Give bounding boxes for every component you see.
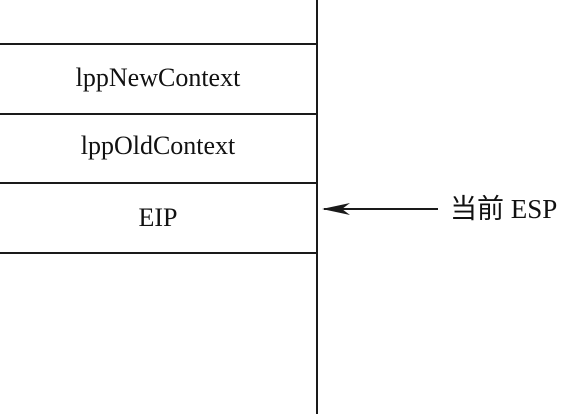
esp-pointer-arrow <box>322 203 438 215</box>
stack-cell-eip: EIP <box>138 203 178 232</box>
stack-cell-lppoldcontext: lppOldContext <box>80 131 236 160</box>
stack-divider <box>0 43 318 45</box>
current-esp-label: 当前 ESP <box>450 194 558 224</box>
stack-divider <box>0 252 318 254</box>
stack-divider <box>0 113 318 115</box>
stack-diagram: lppNewContext lppOldContext EIP <box>0 0 318 414</box>
stack-divider <box>0 182 318 184</box>
stack-cell-lppnewcontext: lppNewContext <box>75 63 241 92</box>
arrow-head-icon <box>322 203 350 215</box>
